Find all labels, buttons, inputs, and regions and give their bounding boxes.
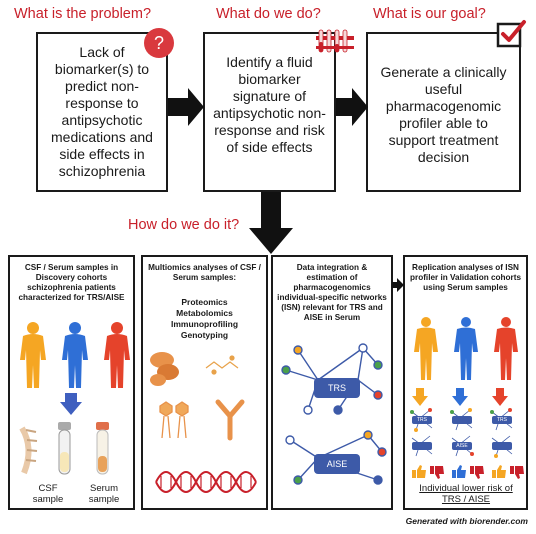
mini-aise-label: AISE bbox=[456, 443, 468, 449]
panel-replication: Replication analyses of ISN profiler in … bbox=[403, 255, 528, 510]
panel2-title: Multiomics analyses of CSF / Serum sampl… bbox=[148, 263, 261, 282]
mini-trs-label-2: TRS bbox=[497, 417, 507, 423]
checkbox-icon bbox=[496, 20, 526, 48]
thumbs-icons bbox=[412, 465, 524, 479]
goal-box: Generate a clinically useful pharmacogen… bbox=[366, 32, 521, 192]
protein-icon bbox=[150, 352, 179, 386]
patients-figures bbox=[20, 322, 130, 388]
arrow-right-2 bbox=[336, 88, 368, 126]
goal-heading: What is our goal? bbox=[373, 6, 486, 22]
samples-graphic bbox=[19, 422, 109, 475]
lipid-icon bbox=[159, 401, 189, 439]
arrow-down bbox=[249, 192, 293, 254]
footer-credit: Generated with biorender.com bbox=[405, 516, 528, 526]
csf-label: CSF sample bbox=[32, 483, 64, 505]
arrow-right-1 bbox=[168, 88, 204, 126]
trs-node-label: TRS bbox=[328, 383, 346, 393]
problem-text: Lack of biomarker(s) to predict non-resp… bbox=[51, 44, 153, 179]
trs-network bbox=[281, 343, 383, 415]
dna-icon bbox=[155, 471, 257, 493]
aise-network bbox=[285, 430, 387, 485]
do-text: Identify a fluid biomarker signature of … bbox=[213, 54, 326, 155]
panel1-title: CSF / Serum samples in Discovery cohorts… bbox=[18, 263, 125, 302]
panel3-title: Data integration & estimation of pharmac… bbox=[277, 263, 387, 322]
problem-box: Lack of biomarker(s) to predict non-resp… bbox=[36, 32, 168, 192]
serum-label: Serum sample bbox=[88, 483, 120, 505]
person-red-icon bbox=[104, 322, 130, 388]
spine-icon bbox=[19, 426, 38, 475]
svg-text:?: ? bbox=[154, 33, 164, 53]
metabolite-icon bbox=[205, 355, 239, 375]
thumbs-up-icon bbox=[412, 465, 426, 478]
test-tubes-icon bbox=[316, 29, 354, 53]
aise-node bbox=[314, 454, 360, 474]
do-box: Identify a fluid biomarker signature of … bbox=[203, 32, 336, 192]
question-badge-icon: ? bbox=[144, 28, 174, 58]
arrow-down-blue-icon bbox=[60, 393, 82, 415]
trs-node bbox=[314, 378, 360, 398]
panel4-title: Replication analyses of ISN profiler in … bbox=[410, 263, 521, 292]
thumbs-down-icon bbox=[430, 466, 444, 479]
validation-networks bbox=[410, 388, 513, 458]
person-yellow-icon bbox=[20, 322, 46, 388]
goal-text: Generate a clinically useful pharmacogen… bbox=[380, 64, 507, 165]
person-blue-icon bbox=[62, 322, 88, 388]
serum-tube-icon bbox=[96, 422, 109, 475]
validation-figures bbox=[414, 317, 518, 380]
antibody-icon bbox=[215, 399, 245, 441]
how-heading: How do we do it? bbox=[128, 217, 240, 233]
panel2-items: Proteomics Metabolomics Immunoprofiling … bbox=[170, 297, 239, 340]
aise-node-label: AISE bbox=[326, 459, 348, 469]
problem-heading: What is the problem? bbox=[14, 6, 152, 22]
csf-tube-icon bbox=[58, 422, 71, 475]
mini-trs-label-1: TRS bbox=[417, 417, 427, 423]
do-heading: What do we do? bbox=[216, 6, 321, 22]
risk-label: Individual lower risk of TRS / AISE bbox=[419, 483, 513, 505]
isn-networks bbox=[281, 343, 387, 485]
omics-graphics bbox=[150, 352, 257, 493]
arrow-right-small bbox=[392, 278, 404, 292]
